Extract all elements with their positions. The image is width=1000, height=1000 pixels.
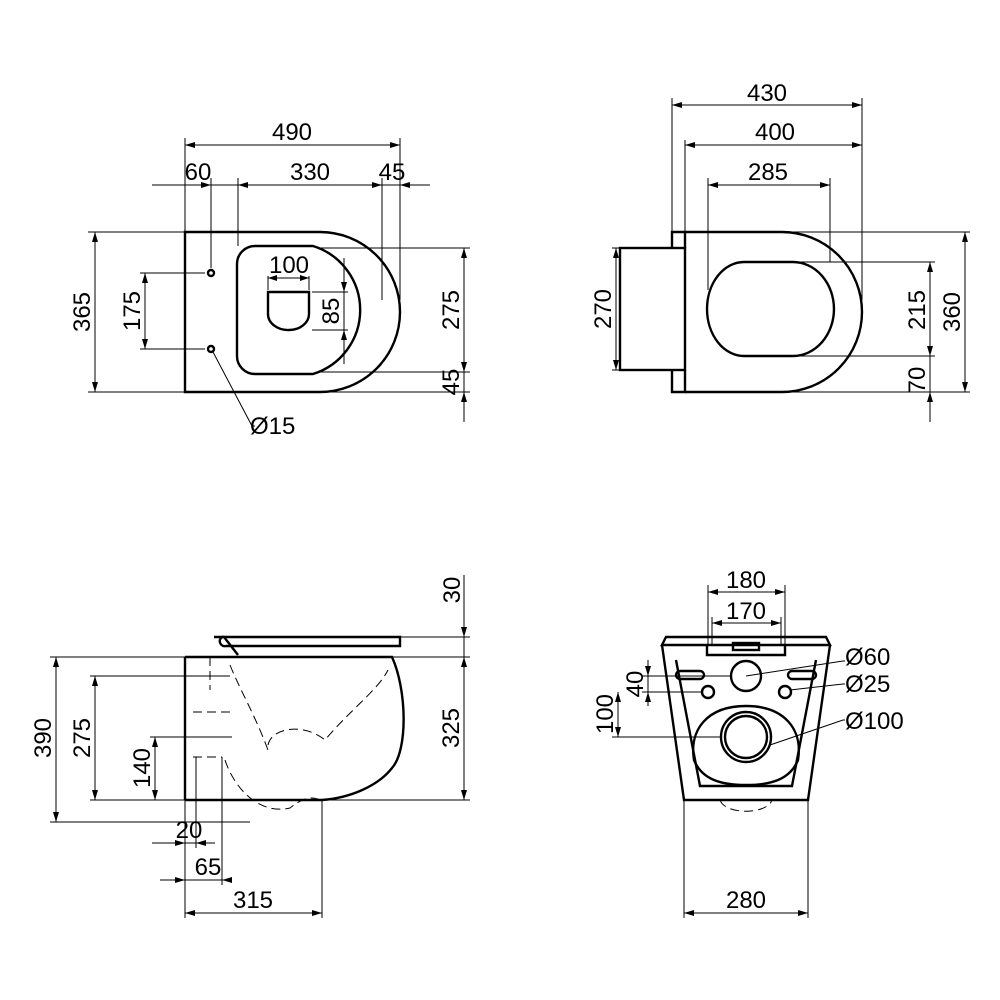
rear-slot xyxy=(731,641,761,652)
rear-fixing-hole-icon xyxy=(700,684,716,700)
fixing-hole-icon xyxy=(206,268,216,278)
top-fixing-175: 175 xyxy=(119,291,146,331)
rear-fixing-slot-left xyxy=(674,669,706,681)
side-offset-65: 65 xyxy=(195,854,222,881)
rear-body-outline xyxy=(660,644,832,802)
rear-width-280: 280 xyxy=(726,887,766,914)
side-body-outline xyxy=(183,655,405,802)
rear-outlet-ring xyxy=(691,704,801,787)
side-projection-315: 315 xyxy=(233,887,273,914)
seat-opening-215: 215 xyxy=(904,290,931,330)
seat-view: 430 400 285 270 215 70 360 xyxy=(590,80,970,422)
seat-back-plate xyxy=(670,230,687,248)
seat-hinge-block xyxy=(618,246,687,372)
top-hole-dia: Ø15 xyxy=(250,413,295,440)
rear-trap-hidden xyxy=(719,799,773,812)
side-height-390: 390 xyxy=(30,718,57,758)
side-height-140: 140 xyxy=(129,748,156,788)
rear-spacing-170: 170 xyxy=(726,598,766,625)
top-bowl-outline xyxy=(183,230,402,394)
rear-spacing-180: 180 xyxy=(726,567,766,594)
top-outlet xyxy=(266,290,311,332)
side-height-325: 325 xyxy=(438,708,465,748)
top-bowl-inner xyxy=(235,244,362,376)
rear-inlet-dia: Ø60 xyxy=(845,644,890,671)
rear-outlet-icon xyxy=(719,710,773,764)
top-view: 490 60 330 45 365 175 100 85 xyxy=(69,119,470,440)
side-seat-30: 30 xyxy=(439,577,466,604)
rear-fixing-slot-right xyxy=(786,669,818,681)
seat-front-70: 70 xyxy=(904,367,931,394)
rear-fixing-hole-icon xyxy=(777,684,793,700)
top-inner-330: 330 xyxy=(290,159,330,186)
rear-fixing-dia: Ø25 xyxy=(845,671,890,698)
rear-view: 180 170 40 100 280 Ø60 Ø25 Ø100 xyxy=(592,567,904,918)
top-depth-365: 365 xyxy=(69,292,96,332)
side-seat xyxy=(218,635,402,648)
top-outlet-85: 85 xyxy=(318,298,345,325)
rear-height-100: 100 xyxy=(592,694,619,734)
top-offset-60: 60 xyxy=(185,159,212,186)
rear-top-plate xyxy=(705,645,787,657)
seat-outline xyxy=(685,230,864,394)
top-offset-45: 45 xyxy=(379,159,406,186)
seat-back-270: 270 xyxy=(590,289,617,329)
side-bowl-hidden xyxy=(229,664,389,751)
seat-width-400: 400 xyxy=(755,119,795,146)
seat-opening xyxy=(705,260,836,358)
top-outlet-100: 100 xyxy=(269,252,309,279)
seat-width-430: 430 xyxy=(747,80,787,107)
top-rim-45: 45 xyxy=(438,369,465,396)
seat-opening-285: 285 xyxy=(748,159,788,186)
rear-offset-40: 40 xyxy=(622,671,649,698)
seat-depth-360: 360 xyxy=(939,292,966,332)
rear-outlet-dia: Ø100 xyxy=(845,708,904,735)
top-width-490: 490 xyxy=(272,119,312,146)
side-trap-hidden xyxy=(224,759,321,810)
fixing-hole-icon xyxy=(206,344,216,354)
side-height-275: 275 xyxy=(69,718,96,758)
seat-back-plate-lower xyxy=(670,370,687,394)
top-depth-275: 275 xyxy=(438,290,465,330)
side-seat-hinge xyxy=(214,635,239,656)
side-offset-20: 20 xyxy=(176,817,203,844)
side-view: 30 325 390 275 140 20 65 315 xyxy=(30,575,470,918)
